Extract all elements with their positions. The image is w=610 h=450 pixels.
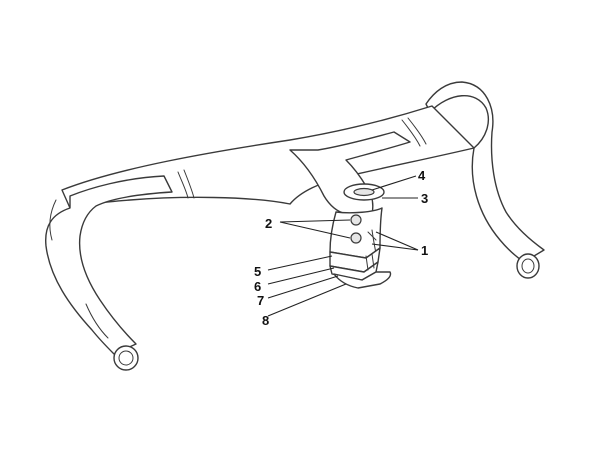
leader-2b <box>279 221 351 239</box>
bolt-lower <box>350 232 362 244</box>
right-drop <box>425 81 545 279</box>
leader-1a <box>375 231 419 251</box>
callout-8: 8 <box>262 313 269 328</box>
left-bar-end <box>113 345 139 371</box>
integrated-stem <box>289 131 411 263</box>
leader-5 <box>267 255 333 271</box>
callout-3: 3 <box>421 191 428 206</box>
leader-1b <box>371 243 419 251</box>
bolt-upper <box>350 214 362 226</box>
callout-7: 7 <box>257 293 264 308</box>
callout-2: 2 <box>265 216 272 231</box>
left-drop <box>45 175 173 371</box>
leader-6 <box>267 267 335 285</box>
leader-2a <box>279 219 351 223</box>
leader-8 <box>267 283 347 317</box>
leader-7 <box>267 275 339 299</box>
leader-4 <box>371 175 417 191</box>
callout-1: 1 <box>421 243 428 258</box>
right-bar-end <box>516 253 540 279</box>
callout-6: 6 <box>254 279 261 294</box>
spacer-stack <box>329 247 392 289</box>
leader-lines <box>267 175 419 317</box>
callout-labels: 1 2 3 4 5 6 7 8 <box>254 168 428 328</box>
callout-5: 5 <box>254 264 261 279</box>
callout-4: 4 <box>418 168 426 183</box>
